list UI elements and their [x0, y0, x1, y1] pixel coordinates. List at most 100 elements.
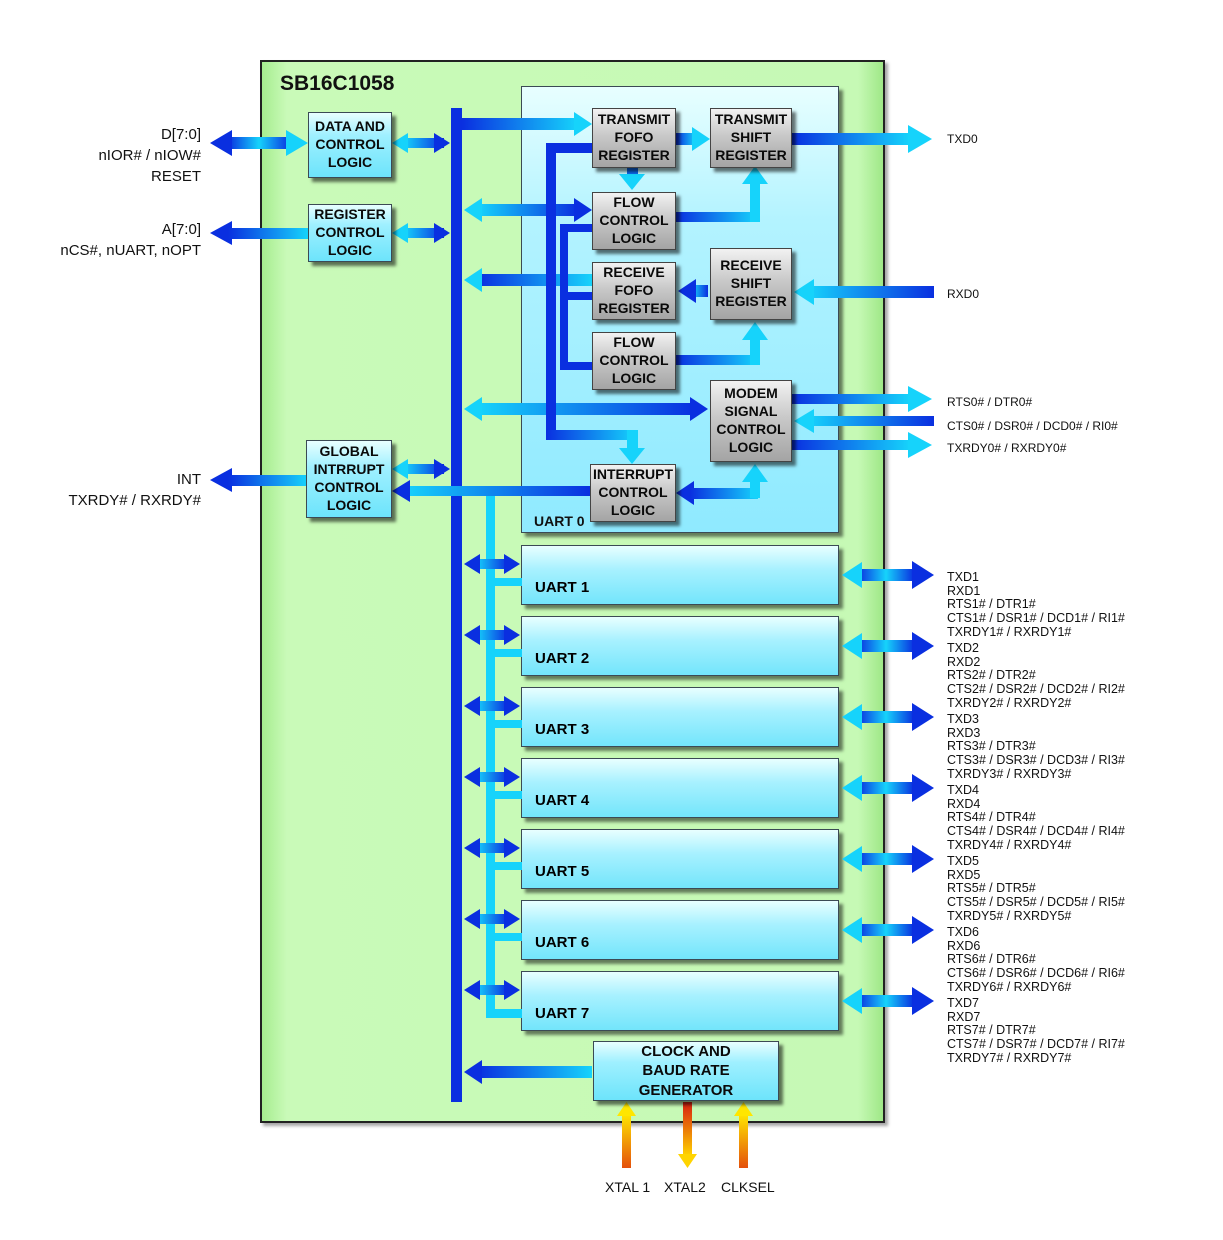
rxd0-label: RXD0: [947, 287, 980, 301]
bus-to-tx-fifo: [462, 112, 592, 136]
signal: RTS2# / DTR2#: [947, 668, 1036, 683]
int-modem: [676, 464, 768, 505]
signal: RXD1: [947, 583, 981, 598]
xtal1-label: XTAL 1: [605, 1179, 651, 1195]
block-label: FLOW CONTROL LOGIC: [599, 194, 669, 246]
signal: CTS5# / DSR5# / DCD5# / RI5#: [947, 894, 1125, 909]
uart-7: UART 7: [521, 971, 839, 1031]
xtal1-arrow: [617, 1102, 636, 1168]
uart-label: UART 5: [535, 863, 590, 880]
signal: CTS3# / DSR3# / DCD3# / RI3#: [947, 752, 1125, 767]
transmit-shift-register: TRANSMIT SHIFT REGISTER: [710, 108, 792, 168]
block-label: GLOBAL INTRRUPT CONTROL LOGIC: [313, 443, 385, 513]
signal-ncs: nCS#, nUART, nOPT: [60, 242, 201, 259]
uart-2: UART 2: [521, 616, 839, 676]
global-int-bus-arrow: [392, 459, 450, 479]
signal: RTS1# / DTR1#: [947, 597, 1036, 612]
block-label: MODEM SIGNAL CONTROL LOGIC: [716, 385, 786, 455]
uart-bus-arrows: [464, 554, 522, 1000]
block-label: RECEIVE FOFO REGISTER: [598, 264, 670, 316]
signal: CTS1# / DSR1# / DCD1# / RI1#: [947, 610, 1125, 625]
signal: CTS6# / DSR6# / DCD6# / RI6#: [947, 965, 1125, 980]
internal-bus: [451, 108, 462, 1102]
cts0-arrow: [794, 409, 934, 433]
host-interrupt-label: INT TXRDY# / RXRDY#: [40, 469, 201, 511]
signal-d: D[7:0]: [160, 126, 201, 143]
clock-to-bus: [464, 1060, 592, 1084]
txfifo-to-txshift: [676, 127, 710, 151]
flow-control-logic-rx: FLOW CONTROL LOGIC: [592, 332, 676, 390]
rxd0-arrow: [794, 279, 934, 305]
signal: RXD7: [947, 1009, 981, 1024]
signal: TXRDY5# / RXRDY5#: [947, 908, 1072, 923]
flow-to-txshift: [676, 166, 768, 222]
signal-txrdy: TXRDY# / RXRDY#: [68, 492, 201, 509]
receive-fifo-register: RECEIVE FOFO REGISTER: [592, 262, 676, 320]
signal-nior: nIOR# / nIOW#: [98, 147, 201, 164]
signal: TXD5: [947, 854, 979, 869]
signal: RXD2: [947, 654, 981, 669]
uart-label: UART 4: [535, 792, 590, 809]
interrupt-collector-bus: [486, 486, 522, 1018]
signal: TXRDY2# / RXRDY2#: [947, 695, 1072, 710]
signal: TXD3: [947, 712, 979, 727]
host-data-label: D[7:0] nIOR# / nIOW# RESET: [60, 124, 201, 187]
signal-reset: RESET: [150, 168, 201, 185]
signal: TXRDY1# / RXRDY1#: [947, 624, 1072, 639]
signal: CTS2# / DSR2# / DCD2# / RI2#: [947, 681, 1125, 696]
host-address-label: A[7:0] nCS#, nUART, nOPT: [40, 219, 201, 261]
xtal2-arrow: [678, 1102, 697, 1168]
global-interrupt-control-logic: GLOBAL INTRRUPT CONTROL LOGIC: [306, 440, 392, 518]
chip-title: SB16C1058: [280, 72, 395, 95]
signal: TXD6: [947, 925, 979, 940]
signal: TXRDY3# / RXRDY3#: [947, 766, 1072, 781]
signal: TXRDY6# / RXRDY6#: [947, 979, 1072, 994]
signal: RTS7# / DTR7#: [947, 1023, 1036, 1038]
signal: TXD7: [947, 996, 979, 1011]
rx-fifo-to-bus: [464, 268, 592, 292]
xtal2-label: XTAL2: [664, 1179, 706, 1195]
register-control-logic: REGISTER CONTROL LOGIC: [308, 204, 392, 262]
interrupt-to-global-arrow: [392, 480, 590, 502]
data-control-logic: DATA AND CONTROL LOGIC: [308, 112, 392, 178]
signal: TXD4: [947, 783, 979, 798]
data-logic-bus-arrow: [392, 133, 450, 153]
bus-modem: [464, 397, 708, 421]
rxshift-to-rxfifo: [678, 279, 708, 303]
block-label: INTERRUPT CONTROL LOGIC: [592, 466, 674, 518]
internal-feedback: [546, 143, 592, 439]
uart-4: UART 4: [521, 758, 839, 818]
uart-signal-arrows: [842, 561, 934, 1015]
txd0-arrow: [792, 125, 932, 153]
flowrx-to-rxshift: [676, 322, 768, 365]
signal: CTS4# / DSR4# / DCD4# / RI4#: [947, 823, 1125, 838]
uart-3: UART 3: [521, 687, 839, 747]
signal: RTS4# / DTR4#: [947, 810, 1036, 825]
clksel-label: CLKSEL: [721, 1179, 775, 1195]
uart-5: UART 5: [521, 829, 839, 889]
signal: CTS7# / DSR7# / DCD7# / RI7#: [947, 1036, 1125, 1051]
signal: RTS3# / DTR3#: [947, 739, 1036, 754]
uart-label: UART 6: [535, 934, 590, 951]
uart-1: UART 1: [521, 545, 839, 605]
txrdy0-arrow: [792, 432, 932, 458]
bus-flow-tx: [464, 198, 592, 222]
uart-label: UART 1: [535, 579, 590, 596]
host-data-arrow: [210, 130, 308, 156]
signal-a: A[7:0]: [161, 221, 201, 238]
signal: TXD2: [947, 641, 979, 656]
signal: RXD6: [947, 938, 981, 953]
txfifo-to-flow: [619, 168, 645, 190]
host-interrupt-arrow: [210, 468, 308, 492]
block-label: CLOCK AND BAUD RATE GENERATOR: [638, 1043, 734, 1099]
modem-signal-control-logic: MODEM SIGNAL CONTROL LOGIC: [710, 380, 792, 462]
signal: TXRDY4# / RXRDY4#: [947, 837, 1072, 852]
uart-6: UART 6: [521, 900, 839, 960]
